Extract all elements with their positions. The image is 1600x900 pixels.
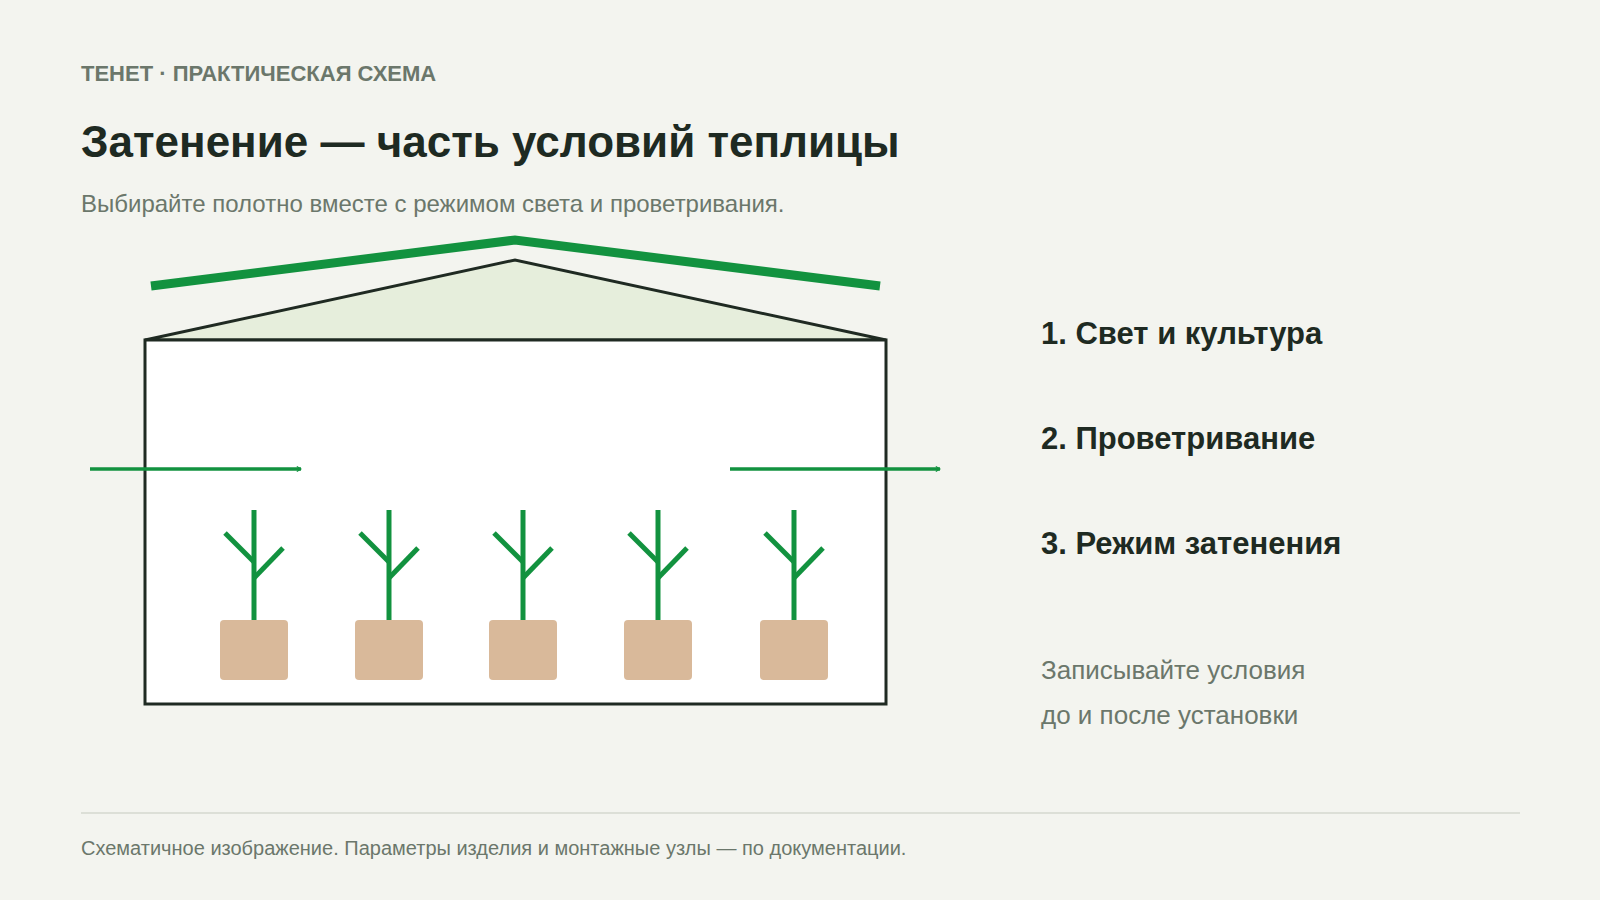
plant — [489, 510, 557, 680]
leaf — [225, 533, 254, 562]
subtitle: Выбирайте полотно вместе с режимом света… — [81, 190, 785, 219]
eyebrow: ТЕНЕТ · ПРАКТИЧЕСКАЯ СХЕМА — [81, 61, 436, 87]
leaf — [658, 548, 687, 578]
pot — [624, 620, 692, 680]
pot — [220, 620, 288, 680]
plant — [624, 510, 692, 680]
leaf — [794, 548, 823, 578]
caption: Схематичное изображение. Параметры издел… — [81, 836, 906, 860]
list-item: 2. Проветривание — [1041, 420, 1315, 457]
stem — [387, 510, 392, 620]
shade-cloth — [151, 240, 880, 286]
air-out-arrow — [730, 467, 940, 471]
pot — [355, 620, 423, 680]
pot — [489, 620, 557, 680]
title: Затенение — часть условий теплицы — [81, 116, 900, 169]
pot — [760, 620, 828, 680]
plant — [355, 510, 423, 680]
footer-rule — [81, 812, 1520, 814]
stem — [521, 510, 526, 620]
stem — [792, 510, 797, 620]
leaf — [254, 548, 283, 578]
stem — [252, 510, 257, 620]
plant — [760, 510, 828, 680]
plant — [220, 510, 288, 680]
leaf — [494, 533, 523, 562]
leaf — [629, 533, 658, 562]
plants — [220, 510, 828, 680]
leaf — [523, 548, 552, 578]
air-in-arrow — [90, 467, 301, 471]
greenhouse-body — [145, 340, 886, 704]
leaf — [389, 548, 418, 578]
stem — [656, 510, 661, 620]
list-item: 1. Свет и культура — [1041, 315, 1322, 352]
list-item: 3. Режим затенения — [1041, 525, 1341, 562]
note: Записывайте условия до и после установки — [1041, 648, 1331, 738]
leaf — [360, 533, 389, 562]
leaf — [765, 533, 794, 562]
